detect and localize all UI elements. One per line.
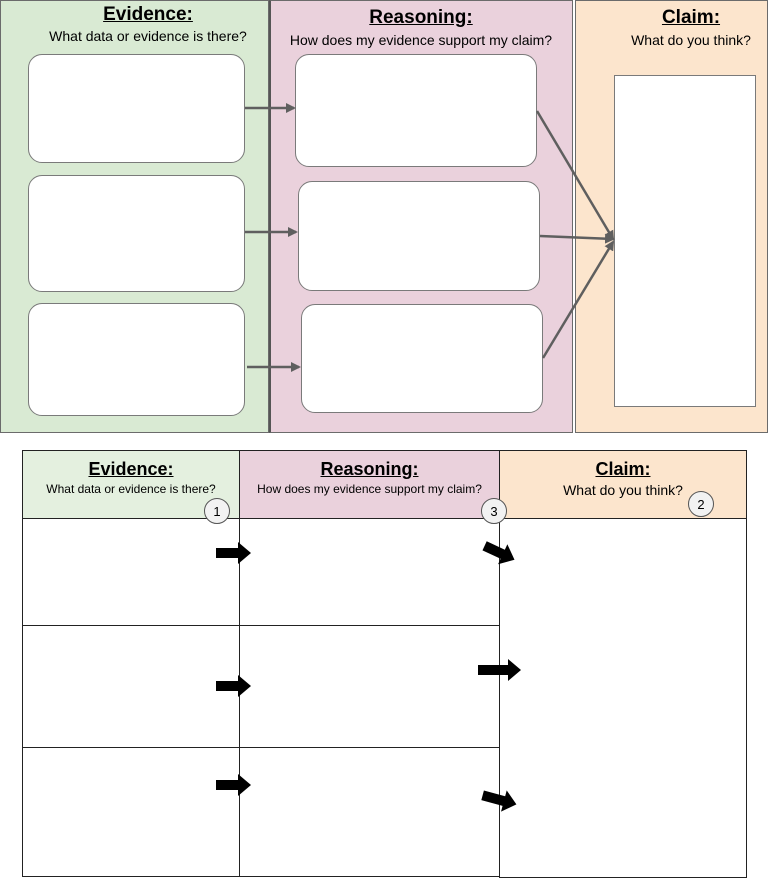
table-header-reasoning bbox=[239, 450, 500, 519]
evidence-title: Evidence: bbox=[103, 4, 193, 25]
block-arrow-6 bbox=[481, 790, 517, 812]
step-badge-claim: 2 bbox=[688, 491, 714, 517]
arrow-reasoning3-claim bbox=[541, 240, 615, 359]
arrow-reasoning2-claim bbox=[539, 233, 615, 244]
table-claim-title: Claim: bbox=[595, 459, 651, 479]
table-evidence-title: Evidence: bbox=[88, 459, 174, 479]
evidence-box-2[interactable] bbox=[28, 175, 245, 292]
block-arrow-1 bbox=[216, 542, 251, 564]
table-reasoning-title: Reasoning: bbox=[320, 459, 419, 479]
reasoning-title: Reasoning: bbox=[369, 7, 473, 28]
claim-box[interactable] bbox=[614, 75, 756, 407]
table-evidence-subtitle: What data or evidence is there? bbox=[46, 482, 216, 496]
evidence-subtitle: What data or evidence is there? bbox=[49, 28, 247, 44]
evidence-box-3[interactable] bbox=[28, 303, 245, 416]
reasoning-box-1[interactable] bbox=[295, 54, 537, 167]
reasoning-box-3[interactable] bbox=[301, 304, 543, 413]
reasoning-box-2[interactable] bbox=[298, 181, 540, 291]
block-arrow-3 bbox=[216, 774, 251, 796]
step-badge-evidence: 1 bbox=[204, 498, 230, 524]
block-arrow-2 bbox=[216, 675, 251, 697]
claim-title: Claim: bbox=[661, 7, 721, 28]
arrow-reasoning1-claim bbox=[535, 110, 615, 241]
table-claim-subtitle: What do you think? bbox=[563, 482, 683, 498]
evidence-box-1[interactable] bbox=[28, 54, 245, 163]
block-arrow-4 bbox=[482, 541, 515, 565]
step-badge-reasoning: 3 bbox=[481, 498, 507, 524]
block-arrow-5 bbox=[478, 659, 521, 681]
table-reasoning-subtitle: How does my evidence support my claim? bbox=[257, 482, 482, 496]
reasoning-subtitle: How does my evidence support my claim? bbox=[289, 32, 553, 48]
claim-subtitle: What do you think? bbox=[631, 32, 751, 48]
